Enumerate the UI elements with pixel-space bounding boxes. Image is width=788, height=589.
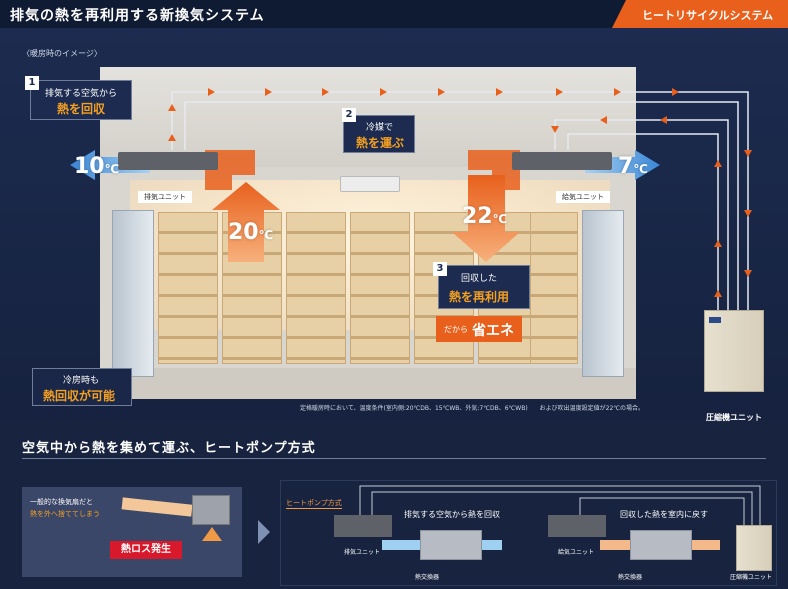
callout-1-number: 1 xyxy=(25,76,39,90)
flow-arrow xyxy=(496,88,503,96)
flow-arrow xyxy=(744,210,752,217)
callout-3-number: 3 xyxy=(433,262,447,276)
flow-arrow xyxy=(714,240,722,247)
next-chevron xyxy=(258,520,270,544)
header-tag-label: ヒートリサイクルシステム xyxy=(642,9,774,22)
hp-exhaust-unit xyxy=(334,515,392,537)
supply-unit xyxy=(512,152,612,170)
callout-2-line1: 冷媒で xyxy=(366,123,394,133)
temp-room-air: 20℃ xyxy=(228,220,274,245)
flow-arrow xyxy=(322,88,329,96)
supply-elbow xyxy=(468,150,520,190)
flow-arrow xyxy=(600,116,607,124)
heatpump-step1: 排気する空気から熱を回収 xyxy=(404,510,500,519)
heat-escape-arrow xyxy=(202,527,222,541)
flow-arrow xyxy=(672,88,679,96)
flow-arrow xyxy=(438,88,445,96)
hp-exhaust-unit-label: 排気ユニット xyxy=(344,549,381,556)
image-note: 〈暖房時のイメージ〉 xyxy=(22,49,102,58)
conventional-line1: 一般的な換気扇だと xyxy=(30,498,93,506)
exhaust-unit xyxy=(118,152,218,170)
callout-1: 排気する空気から 熱を回収 xyxy=(30,80,132,120)
flow-arrow xyxy=(208,88,215,96)
flow-arrow xyxy=(265,88,272,96)
hp-heat-exchanger-2 xyxy=(630,530,692,560)
callout-1-line1: 排気する空気から xyxy=(45,89,118,99)
header-tag: ヒートリサイクルシステム xyxy=(612,0,788,28)
flow-arrow xyxy=(660,116,667,124)
section2-divider xyxy=(22,458,766,459)
heatpump-panel xyxy=(280,480,777,586)
flow-arrow xyxy=(380,88,387,96)
room-floor xyxy=(100,368,636,399)
flow-arrow xyxy=(556,88,563,96)
hp-compressor xyxy=(736,525,772,571)
flow-arrow xyxy=(714,160,722,167)
supply-unit-label: 給気ユニット xyxy=(556,191,610,203)
temp-intake-out: 7℃ xyxy=(618,154,648,179)
callout-3-line2: 熱を再利用 xyxy=(449,290,510,304)
flow-arrow xyxy=(744,150,752,157)
cooling-line2: 熱回収が可能 xyxy=(43,389,116,403)
callout-2-line2: 熱を運ぶ xyxy=(356,136,405,150)
warm-air-up-arrow xyxy=(212,182,280,262)
temp-supply-air: 22℃ xyxy=(462,204,508,229)
exhaust-unit-label: 排気ユニット xyxy=(138,191,192,203)
energy-saving-badge: だから 省エネ xyxy=(436,316,522,342)
saving-main: 省エネ xyxy=(472,323,514,339)
header-bar: 排気の熱を再利用する新換気システム ヒートリサイクルシステム xyxy=(0,0,788,28)
hp-supply-unit-label: 給気ユニット xyxy=(558,549,595,556)
saving-prefix: だから xyxy=(444,325,468,334)
hp-supply-unit xyxy=(548,515,606,537)
callout-3: 回収した 熱を再利用 xyxy=(438,265,530,309)
fridge-left xyxy=(112,210,154,377)
brand-logo-mark xyxy=(709,317,721,323)
compressor-unit xyxy=(704,310,764,392)
flow-arrow xyxy=(168,104,176,111)
shelf xyxy=(530,212,578,364)
flow-arrow xyxy=(714,290,722,297)
heatpump-label: ヒートポンプ方式 xyxy=(286,499,342,509)
shelf xyxy=(350,212,410,364)
flow-arrow xyxy=(614,88,621,96)
page-title: 排気の熱を再利用する新換気システム xyxy=(10,8,265,24)
flow-arrow xyxy=(168,134,176,141)
heatpump-step2: 回収した熱を室内に戻す xyxy=(620,510,708,519)
flow-arrow xyxy=(551,126,559,133)
hp-compressor-label: 圧縮機ユニット xyxy=(730,574,773,581)
callout-3-line1: 回収した xyxy=(461,274,498,284)
callout-2-number: 2 xyxy=(342,108,356,122)
conventional-fan xyxy=(192,495,230,525)
conventional-line2: 熱を外へ捨ててしまう xyxy=(30,510,100,518)
shelf xyxy=(158,212,218,364)
ceiling-cassette xyxy=(340,176,400,192)
hp-hx2-label: 熱交換器 xyxy=(618,574,643,581)
shelf xyxy=(286,212,346,364)
refrigerant-pipes xyxy=(171,91,749,310)
cooling-line1: 冷房時も xyxy=(63,376,100,386)
callout-1-line2: 熱を回収 xyxy=(57,102,106,116)
footnote: 定格暖房時において、温度条件(室内側:20℃DB、15℃WB、外気:7℃DB、6… xyxy=(300,405,645,412)
hp-hx1-label: 熱交換器 xyxy=(415,574,440,581)
temp-exhaust-out: 10℃ xyxy=(74,154,120,179)
cooling-mode-box: 冷房時も 熱回収が可能 xyxy=(32,368,132,406)
section2-title: 空気中から熱を集めて運ぶ、ヒートポンプ方式 xyxy=(22,441,316,456)
heat-loss-badge: 熱ロス発生 xyxy=(110,541,182,559)
warm-air-down-arrow xyxy=(452,175,520,262)
conventional-panel: 一般的な換気扇だと 熱を外へ捨ててしまう xyxy=(22,487,242,577)
fridge-right xyxy=(582,210,624,377)
compressor-label: 圧縮機ユニット xyxy=(706,413,762,422)
flow-arrow xyxy=(744,270,752,277)
hp-heat-exchanger-1 xyxy=(420,530,482,560)
